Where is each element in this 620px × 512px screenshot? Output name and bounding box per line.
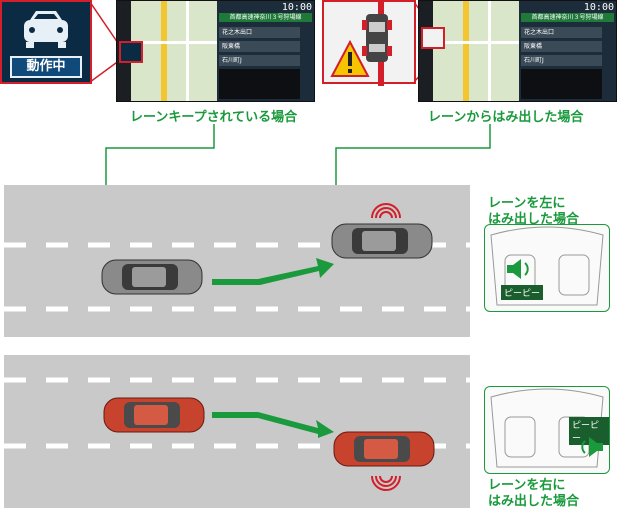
lane-assist-indicator — [119, 41, 143, 63]
exit-row: 花之木出口 — [219, 27, 300, 38]
highway-name: 首都高速神奈川３号狩場線 — [521, 13, 614, 22]
caption-lane-keep: レーンキープされている場合 — [130, 110, 298, 125]
highway-name: 首都高速神奈川３号狩場線 — [219, 13, 312, 22]
nav-screen-departure: 10:00 首都高速神奈川３号狩場線 花之木出口 阪東橋 石川町J — [418, 0, 617, 102]
nav-map — [131, 1, 217, 101]
nav-guidance-panel: 10:00 首都高速神奈川３号狩場線 花之木出口 阪東橋 石川町J — [519, 1, 616, 101]
exit-row: 阪東橋 — [521, 41, 602, 52]
caption-right-line2: はみ出した場合 — [488, 494, 580, 509]
nav-map — [433, 1, 519, 101]
caption-right-line1: レーンを右に — [488, 478, 566, 493]
car-red-icon — [333, 431, 435, 467]
speaker-icon — [581, 437, 603, 457]
interior-view-right: ピーピー — [484, 386, 610, 474]
status-badge-frame: 動作中 — [0, 0, 92, 84]
callout-lines-left — [90, 1, 121, 83]
exit-row: 花之木出口 — [521, 27, 602, 38]
lane-assist-indicator — [421, 27, 445, 49]
warning-icon — [330, 40, 370, 77]
exit-row: 石川町J — [219, 55, 300, 66]
lane-view — [521, 69, 602, 99]
nav-screen-lane-keep: 10:00 首都高速神奈川３号狩場線 花之木出口 阪東橋 石川町J — [116, 0, 315, 102]
caption-left-line1: レーンを左に — [488, 196, 566, 211]
departure-warning-frame — [322, 0, 416, 86]
clock: 10:00 — [583, 2, 614, 13]
status-badge: 動作中 — [10, 56, 82, 78]
car-silver-icon — [331, 223, 433, 259]
car-top-icon — [362, 14, 392, 62]
exit-row: 阪東橋 — [219, 41, 300, 52]
nav-guidance-panel: 10:00 首都高速神奈川３号狩場線 花之木出口 阪東橋 石川町J — [217, 1, 314, 101]
beep-label: ピーピー — [569, 417, 609, 445]
caption-left-line2: はみ出した場合 — [488, 212, 580, 227]
caption-lane-departure: レーンからはみ出した場合 — [428, 110, 584, 125]
arrow-icon — [212, 258, 334, 438]
lane-view — [219, 69, 300, 99]
nav-sidebar — [419, 1, 433, 101]
exit-row: 石川町J — [521, 55, 602, 66]
speaker-icon — [507, 259, 529, 279]
beep-label: ピーピー — [501, 285, 544, 300]
clock: 10:00 — [281, 2, 312, 13]
car-front-icon — [24, 11, 68, 48]
alarm-icon — [371, 203, 401, 491]
car-silver-icon — [101, 259, 203, 295]
cabin-icon — [490, 226, 604, 306]
interior-view-left: ピーピー — [484, 224, 610, 312]
car-red-icon — [103, 397, 205, 433]
